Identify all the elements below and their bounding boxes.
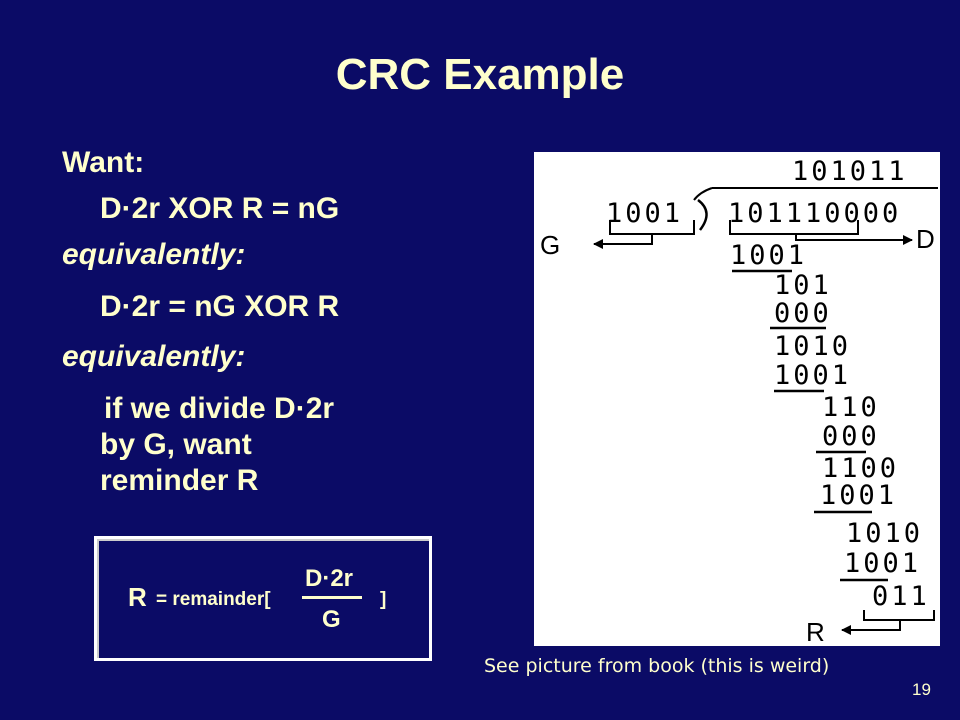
division-bracket-top — [693, 187, 713, 201]
label-d: D — [916, 224, 935, 254]
formula-numerator: D·2r — [305, 565, 354, 592]
equation-1: D·2r XOR R = nG — [100, 192, 340, 225]
equation-2: D·2r = nG XOR R — [100, 290, 340, 323]
crc-division-diagram: 101011 1001 101110000 G D 1001 101 000 1… — [540, 156, 938, 646]
step-9: 1001 — [820, 480, 897, 511]
slide-title: CRC Example — [335, 50, 625, 99]
divisor: 1001 — [606, 198, 683, 229]
divide-text-2: by G, want — [100, 428, 252, 461]
step-1: 1001 — [730, 240, 807, 271]
step-4: 1010 — [774, 331, 851, 362]
step-7: 000 — [822, 421, 880, 452]
r-arrow — [841, 620, 901, 635]
page-number: 19 — [912, 680, 931, 699]
step-3: 000 — [774, 298, 832, 329]
step-8: 1100 — [822, 453, 899, 484]
remainder-formula-box — [94, 536, 432, 661]
step-11: 1001 — [844, 548, 921, 579]
formula-close-bracket: ] — [380, 589, 387, 610]
crc-division-figure: 101011 1001 101110000 G D 1001 101 000 1… — [534, 152, 940, 646]
figure-caption: See picture from book (this is weird) — [484, 655, 830, 677]
formula-denominator: G — [322, 606, 341, 633]
equivalently-label-1: equivalently: — [62, 238, 246, 271]
equivalently-label-2: equivalently: — [62, 340, 246, 373]
label-g: G — [540, 230, 560, 260]
formula-r: R — [128, 582, 147, 612]
label-r: R — [806, 617, 825, 646]
step-5: 1001 — [774, 360, 851, 391]
quotient: 101011 — [792, 156, 908, 187]
step-2: 101 — [774, 270, 832, 301]
step-12-remainder: 011 — [872, 581, 930, 612]
want-label: Want: — [62, 146, 145, 179]
dividend: 101110000 — [728, 198, 901, 229]
dividend-brace — [729, 220, 859, 235]
fraction-bar — [302, 596, 362, 599]
step-6: 110 — [822, 392, 880, 423]
d-arrow — [795, 234, 913, 245]
divide-text-1: if we divide D·2r — [104, 392, 335, 425]
g-arrow — [593, 234, 653, 249]
formula-equals-remainder: = remainder[ — [156, 589, 271, 610]
divide-text-3: reminder R — [100, 464, 259, 497]
division-bracket — [697, 199, 708, 231]
step-10: 1010 — [846, 518, 923, 549]
